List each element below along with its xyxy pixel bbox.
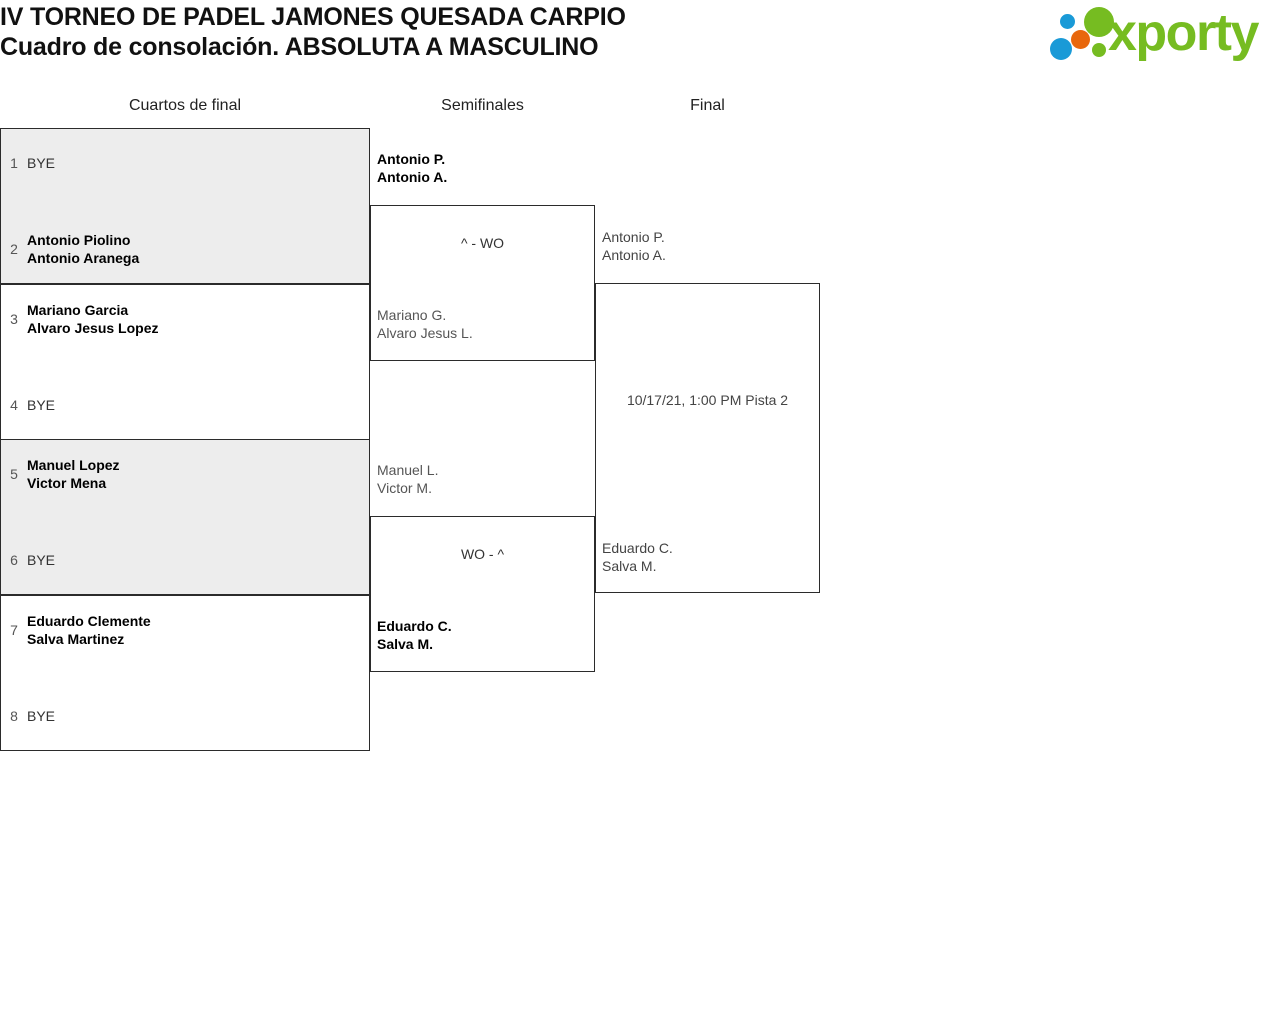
player-line-2: Victor Mena <box>27 475 107 491</box>
match-r1-2[interactable]: 3 Mariano Garcia Alvaro Jesus Lopez 4 BY… <box>0 283 370 440</box>
match-r2-1[interactable]: Antonio P. Antonio A. ^ - WO Mariano G. … <box>370 151 596 361</box>
seed-number: 4 <box>10 396 18 413</box>
player-line-1: Eduardo C. <box>602 540 673 556</box>
logo-dots-icon <box>1046 6 1124 62</box>
seed-number: 8 <box>10 707 18 724</box>
team-name: BYE <box>27 154 55 172</box>
match-schedule: 10/17/21, 1:00 PM Pista 2 <box>626 392 789 408</box>
match-score: ^ - WO <box>460 235 505 251</box>
team-name: Antonio P. Antonio A. <box>377 150 447 186</box>
player-line-2: Antonio A. <box>602 247 666 263</box>
team-name: Eduardo C. Salva M. <box>377 617 452 653</box>
player-line-1: Eduardo C. <box>377 618 452 634</box>
team-name: Eduardo Clemente Salva Martinez <box>27 612 151 648</box>
match-slot-bottom[interactable]: 6 BYE <box>1 540 55 580</box>
team-name: Antonio P. Antonio A. <box>602 228 666 264</box>
match-r1-1[interactable]: 1 BYE 2 Antonio Piolino Antonio Aranega <box>0 128 370 284</box>
match-slot-top[interactable]: 1 BYE <box>1 143 55 183</box>
player-line-1: Antonio P. <box>377 151 446 167</box>
player-line-2: Alvaro Jesus Lopez <box>27 319 159 336</box>
logo-dot-green-small-icon <box>1092 43 1106 57</box>
match-slot-top[interactable]: 3 Mariano Garcia Alvaro Jesus Lopez <box>1 299 159 339</box>
player-line-1: BYE <box>27 707 56 724</box>
logo-wordmark: xporty <box>1108 4 1259 62</box>
player-line-1: BYE <box>27 396 56 413</box>
match-slot-top[interactable]: 5 Manuel Lopez Victor Mena <box>1 454 120 494</box>
match-r1-3[interactable]: 5 Manuel Lopez Victor Mena 6 BYE <box>0 439 370 595</box>
team-name: BYE <box>27 396 55 414</box>
team-name: Manuel Lopez Victor Mena <box>27 456 120 492</box>
round-header-final: Final <box>690 97 725 114</box>
team-name: BYE <box>27 707 55 725</box>
seed-number: 2 <box>10 241 18 257</box>
match-slot-bottom[interactable]: Eduardo C. Salva M. <box>595 537 821 577</box>
team-name: BYE <box>27 551 55 569</box>
xporty-logo[interactable]: xporty <box>1046 4 1274 62</box>
player-line-1: Antonio Piolino <box>27 232 131 248</box>
player-line-1: BYE <box>27 552 56 568</box>
match-slot-top[interactable]: Manuel L. Victor M. <box>370 459 596 499</box>
player-line-1: Manuel Lopez <box>27 457 120 473</box>
player-line-1: Mariano G. <box>377 307 447 323</box>
team-name: Mariano Garcia Alvaro Jesus Lopez <box>27 301 159 337</box>
match-slot-bottom[interactable]: 2 Antonio Piolino Antonio Aranega <box>1 229 139 269</box>
match-slot-bottom[interactable]: Mariano G. Alvaro Jesus L. <box>370 304 596 344</box>
seed-number: 7 <box>10 621 18 638</box>
seed-number: 6 <box>10 552 18 568</box>
player-line-2: Victor M. <box>377 480 432 496</box>
player-line-1: BYE <box>27 155 56 171</box>
player-line-1: Mariano Garcia <box>27 301 129 318</box>
round-header-quarterfinals: Cuartos de final <box>128 97 242 114</box>
team-name: Mariano G. Alvaro Jesus L. <box>377 306 473 342</box>
tournament-title: IV TORNEO DE PADEL JAMONES QUESADA CARPI… <box>0 2 960 62</box>
team-name: Manuel L. Victor M. <box>377 461 438 497</box>
player-line-2: Antonio Aranega <box>27 250 140 266</box>
player-line-1: Antonio P. <box>602 229 665 245</box>
match-r2-2[interactable]: Manuel L. Victor M. WO - ^ Eduardo C. Sa… <box>370 462 596 672</box>
logo-dot-green-large-icon <box>1084 7 1114 37</box>
seed-number: 1 <box>10 155 18 171</box>
team-name: Eduardo C. Salva M. <box>602 539 673 575</box>
round-header-semifinals: Semifinales <box>441 97 524 114</box>
match-slot-top[interactable]: 7 Eduardo Clemente Salva Martinez <box>1 610 151 650</box>
match-slot-top[interactable]: Antonio P. Antonio A. <box>595 226 821 266</box>
player-line-1: Eduardo Clemente <box>27 612 151 629</box>
match-r1-4[interactable]: 7 Eduardo Clemente Salva Martinez 8 BYE <box>0 594 370 751</box>
title-line-2: Cuadro de consolación. ABSOLUTA A MASCUL… <box>0 33 599 61</box>
seed-number: 5 <box>10 466 18 482</box>
logo-dot-orange-icon <box>1071 30 1090 49</box>
match-slot-bottom[interactable]: 8 BYE <box>1 696 55 736</box>
player-line-2: Salva M. <box>602 558 657 574</box>
title-line-1: IV TORNEO DE PADEL JAMONES QUESADA CARPI… <box>0 3 626 31</box>
player-line-1: Manuel L. <box>377 462 439 478</box>
player-line-2: Salva M. <box>377 636 434 652</box>
seed-number: 3 <box>10 310 18 327</box>
team-name: Antonio Piolino Antonio Aranega <box>27 231 139 267</box>
logo-dot-blue-small-icon <box>1060 14 1075 29</box>
match-score: WO - ^ <box>460 546 505 562</box>
page-header: IV TORNEO DE PADEL JAMONES QUESADA CARPI… <box>0 0 1280 86</box>
logo-dot-blue-large-icon <box>1050 38 1072 60</box>
player-line-2: Salva Martinez <box>27 630 125 647</box>
match-final[interactable]: Antonio P. Antonio A. 10/17/21, 1:00 PM … <box>595 229 821 593</box>
match-slot-bottom[interactable]: 4 BYE <box>1 385 55 425</box>
match-slot-top[interactable]: Antonio P. Antonio A. <box>370 148 596 188</box>
player-line-2: Antonio A. <box>377 169 448 185</box>
player-line-2: Alvaro Jesus L. <box>377 325 473 341</box>
match-slot-bottom[interactable]: Eduardo C. Salva M. <box>370 615 596 655</box>
